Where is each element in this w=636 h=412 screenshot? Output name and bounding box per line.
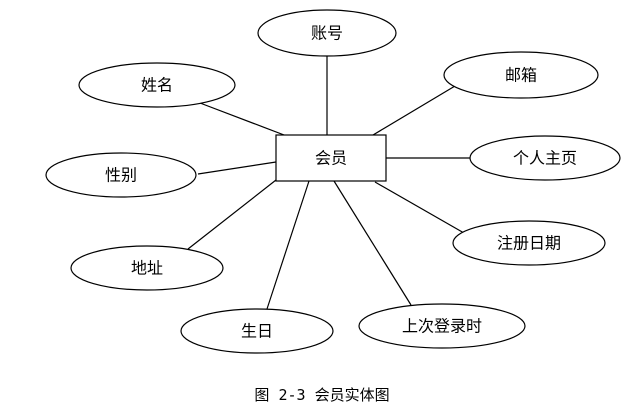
attribute-ellipse [78, 62, 236, 108]
attribute-ellipse [257, 9, 397, 57]
attribute-register-date: 注册日期 [452, 220, 606, 266]
line-birthday [265, 180, 310, 313]
connector-lines [187, 56, 471, 313]
attribute-ellipse [180, 308, 334, 354]
attribute-label: 上次登录时 [402, 317, 482, 336]
attribute-label: 账号 [311, 24, 343, 43]
attribute-label: 性别 [105, 166, 137, 185]
line-address [187, 179, 277, 250]
attribute-name: 姓名 [78, 62, 236, 108]
line-name [199, 102, 293, 139]
line-register-date [374, 181, 465, 234]
attribute-label: 个人主页 [513, 149, 577, 168]
line-gender [197, 161, 277, 175]
attribute-ellipse [443, 51, 599, 99]
attribute-account: 账号 [257, 9, 397, 57]
attribute-label: 生日 [241, 322, 273, 341]
attribute-ellipse [469, 135, 621, 181]
attribute-address: 地址 [70, 245, 224, 291]
attribute-gender: 性别 [45, 152, 197, 198]
figure-caption: 图 2-3 会员实体图 [254, 386, 389, 404]
entity-label: 会员 [315, 149, 347, 168]
entity-box [275, 134, 387, 182]
attribute-label: 邮箱 [505, 66, 537, 85]
attribute-birthday: 生日 [180, 308, 334, 354]
attribute-ellipse [45, 152, 197, 198]
attribute-label: 姓名 [141, 76, 173, 95]
attribute-ellipse [452, 220, 606, 266]
line-last-login [333, 180, 412, 306]
line-email [367, 85, 456, 139]
attribute-last-login: 上次登录时 [358, 303, 526, 349]
attribute-ellipse [358, 303, 526, 349]
attribute-ellipse [70, 245, 224, 291]
attribute-label: 注册日期 [497, 234, 561, 253]
attribute-email: 邮箱 [443, 51, 599, 99]
attribute-homepage: 个人主页 [469, 135, 621, 181]
entity-member: 会员 [275, 134, 387, 182]
attribute-label: 地址 [131, 259, 163, 278]
